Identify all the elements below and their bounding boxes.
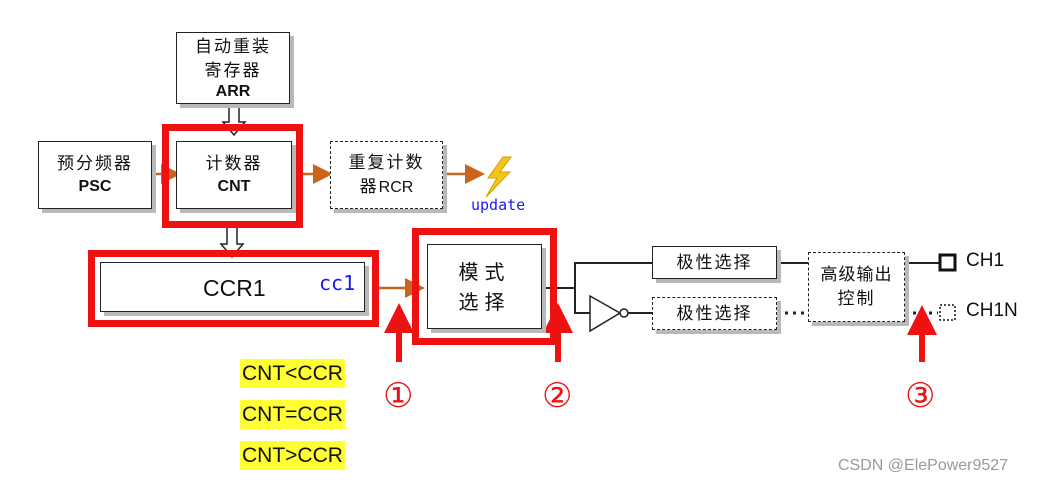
ch1-pin-icon (938, 253, 957, 272)
update-lightning-icon (485, 156, 512, 198)
advanced-line1-label: 高级输出 (820, 265, 893, 285)
update-signal-label: update (471, 196, 526, 214)
arr-zh-label: 自动重装寄存器 (195, 37, 271, 81)
psc-en-label: PSC (78, 178, 112, 195)
mode-select-block: 模式 选择 (427, 244, 542, 329)
marker-3-label: ③ (905, 376, 936, 416)
cnt-block: 计数器 CNT (176, 141, 292, 209)
ccr1-highlight-frame (88, 250, 379, 327)
mode-to-polarity-line (545, 262, 652, 289)
cnt-highlight-frame (162, 124, 303, 228)
ccr1-label: CCR1 (203, 275, 266, 301)
mode-line2-label: 选择 (458, 289, 511, 314)
cnt-to-ccr-arrow (219, 226, 245, 259)
mode-highlight-frame (412, 228, 557, 345)
psc-block: 预分频器 PSC (38, 141, 152, 209)
polarity-block: 极性选择 (652, 246, 777, 279)
polarity-label: 极性选择 (676, 252, 753, 273)
ch1n-pin-icon (939, 304, 956, 321)
advanced-output-block: 高级输出 控制 (808, 252, 905, 322)
inverter-gate-icon (589, 294, 629, 333)
cnt-en-label: CNT (217, 178, 251, 195)
arr-en-label: ARR (215, 83, 251, 100)
ch1n-label: CH1N (966, 300, 1018, 321)
cnt-zh-label: 计数器 (205, 154, 263, 174)
rcr-block: 重复计数 器 RCR (330, 141, 443, 209)
watermark-text: CSDN @ElePower9527 (838, 457, 1009, 474)
rcr-zh-label: 重复计数 (348, 153, 425, 173)
marker-1-label: ① (383, 376, 414, 416)
mode-to-inverter-line (560, 287, 590, 314)
rcr-en-label: RCR (378, 179, 414, 196)
marker-2-label: ② (542, 376, 573, 416)
ch1-label: CH1 (966, 250, 1005, 271)
advanced-line2-label: 控制 (837, 289, 876, 309)
rcr-zh-label-2: 器 (359, 177, 379, 197)
arr-register-block: 自动重装寄存器 ARR (176, 32, 290, 104)
psc-zh-label: 预分频器 (57, 154, 133, 174)
compare-equal-label: CNT=CCR (240, 400, 345, 429)
polarity-n-label: 极性选择 (676, 303, 753, 324)
compare-less-label: CNT<CCR (240, 359, 345, 388)
mode-line1-label: 模式 (458, 259, 511, 284)
compare-greater-label: CNT>CCR (240, 441, 345, 470)
polarity-n-block: 极性选择 (652, 297, 777, 330)
cc1-signal-label: cc1 (319, 271, 356, 295)
ccr1-block: CCR1 cc1 (100, 262, 365, 312)
